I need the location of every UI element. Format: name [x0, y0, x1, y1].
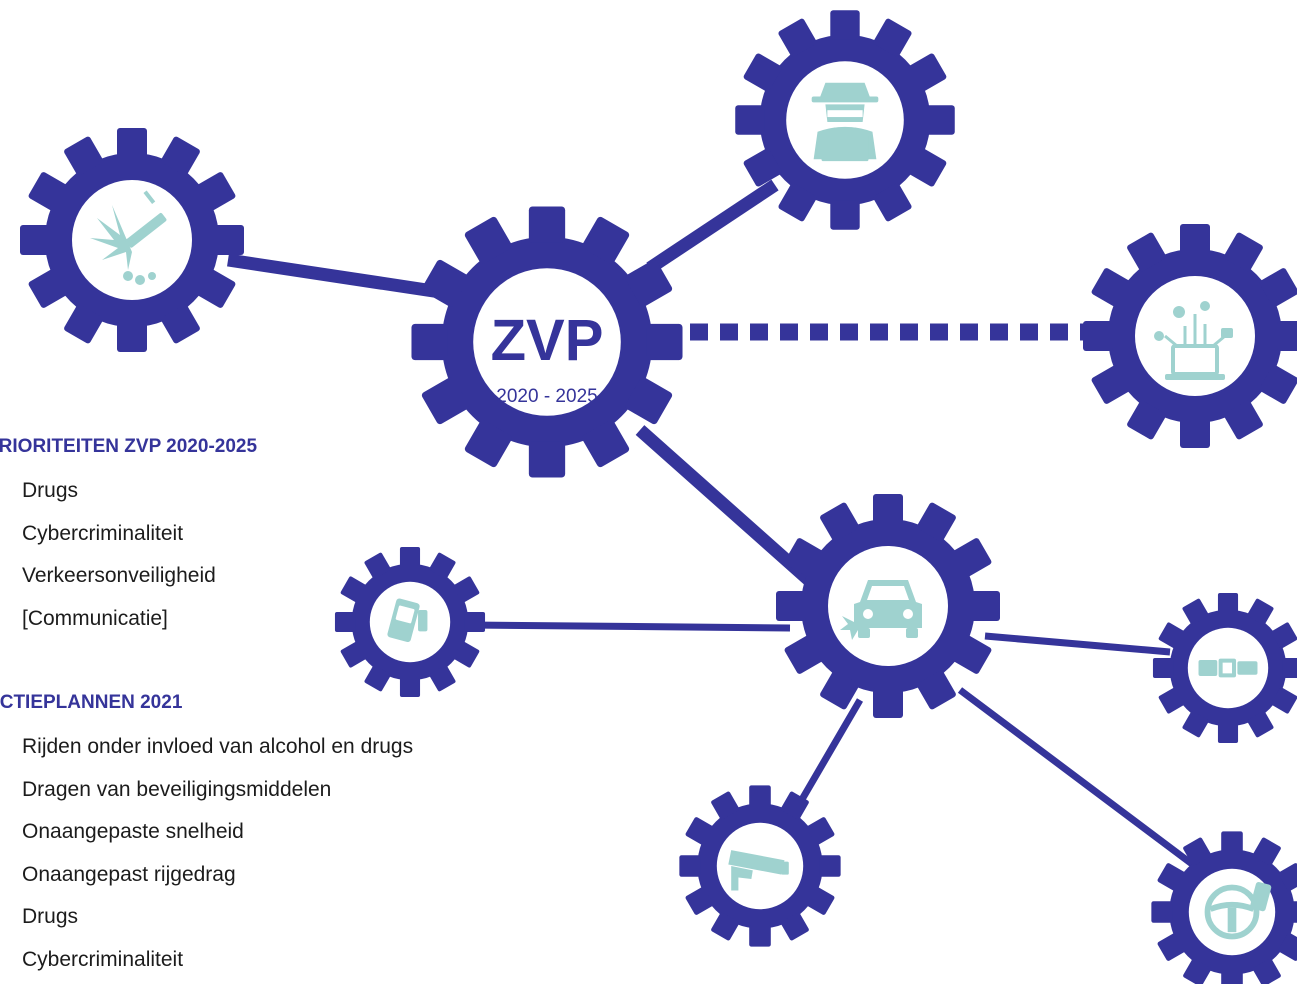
gear-breathalyzer: [334, 546, 486, 698]
list-item: Rijden onder invloed van alcohol en drug…: [22, 735, 414, 758]
gear-communication: [1083, 224, 1297, 448]
list-item: Onaangepast rijgedrag: [22, 862, 236, 886]
hub-title: ZVP: [491, 308, 604, 373]
connector-phone-driving: [957, 687, 1203, 873]
priorities-list: Drugs Cybercriminaliteit Verkeersonveili…: [22, 470, 216, 640]
connector-breathalyzer: [469, 621, 791, 632]
list-item: Cybercriminaliteit: [22, 947, 184, 971]
list-item: [Communicatie]: [22, 606, 168, 630]
cannabis-syringe-pills-icon: [90, 190, 167, 285]
list-item: Verkeersonveiligheid: [22, 564, 216, 587]
social-media-laptop-icon: [1154, 301, 1233, 380]
list-item: Cybercriminaliteit: [22, 521, 184, 545]
gear-phone-driving: [1151, 831, 1297, 984]
breathalyzer-icon: [387, 598, 428, 643]
steering-wheel-phone-icon: [1204, 881, 1272, 940]
connector-seatbelt: [984, 632, 1171, 656]
gear-drugs: [20, 128, 244, 352]
hacker-laptop-icon: [811, 82, 879, 162]
hub-subtitle: 2020 - 2025: [496, 386, 597, 407]
car-crash-icon: [840, 580, 922, 640]
connector-lines: [227, 179, 1203, 873]
list-item: Onaangepaste snelheid: [22, 820, 244, 843]
gear-seatbelt: [1152, 592, 1297, 744]
list-item: Dragen van beveiligingsmiddelen: [22, 777, 332, 801]
hub-gear: [411, 206, 683, 478]
priorities-heading: PRIORITEITEN ZVP 2020-2025: [0, 436, 258, 457]
list-item: Drugs: [22, 479, 79, 502]
connector-cybercrime: [646, 179, 779, 274]
gear-cybercrime: [735, 10, 955, 230]
gear-speed-camera: [679, 785, 841, 947]
list-item: Drugs: [22, 905, 79, 928]
gear-traffic: [776, 494, 1000, 718]
seatbelt-icon: [1198, 658, 1258, 678]
action-plans-heading: ACTIEPLANNEN 2021: [0, 692, 183, 713]
connector-drugs: [227, 253, 441, 299]
speed-camera-icon: [728, 850, 789, 891]
action-plans-list: Rijden onder invloed van alcohol en drug…: [22, 726, 413, 981]
